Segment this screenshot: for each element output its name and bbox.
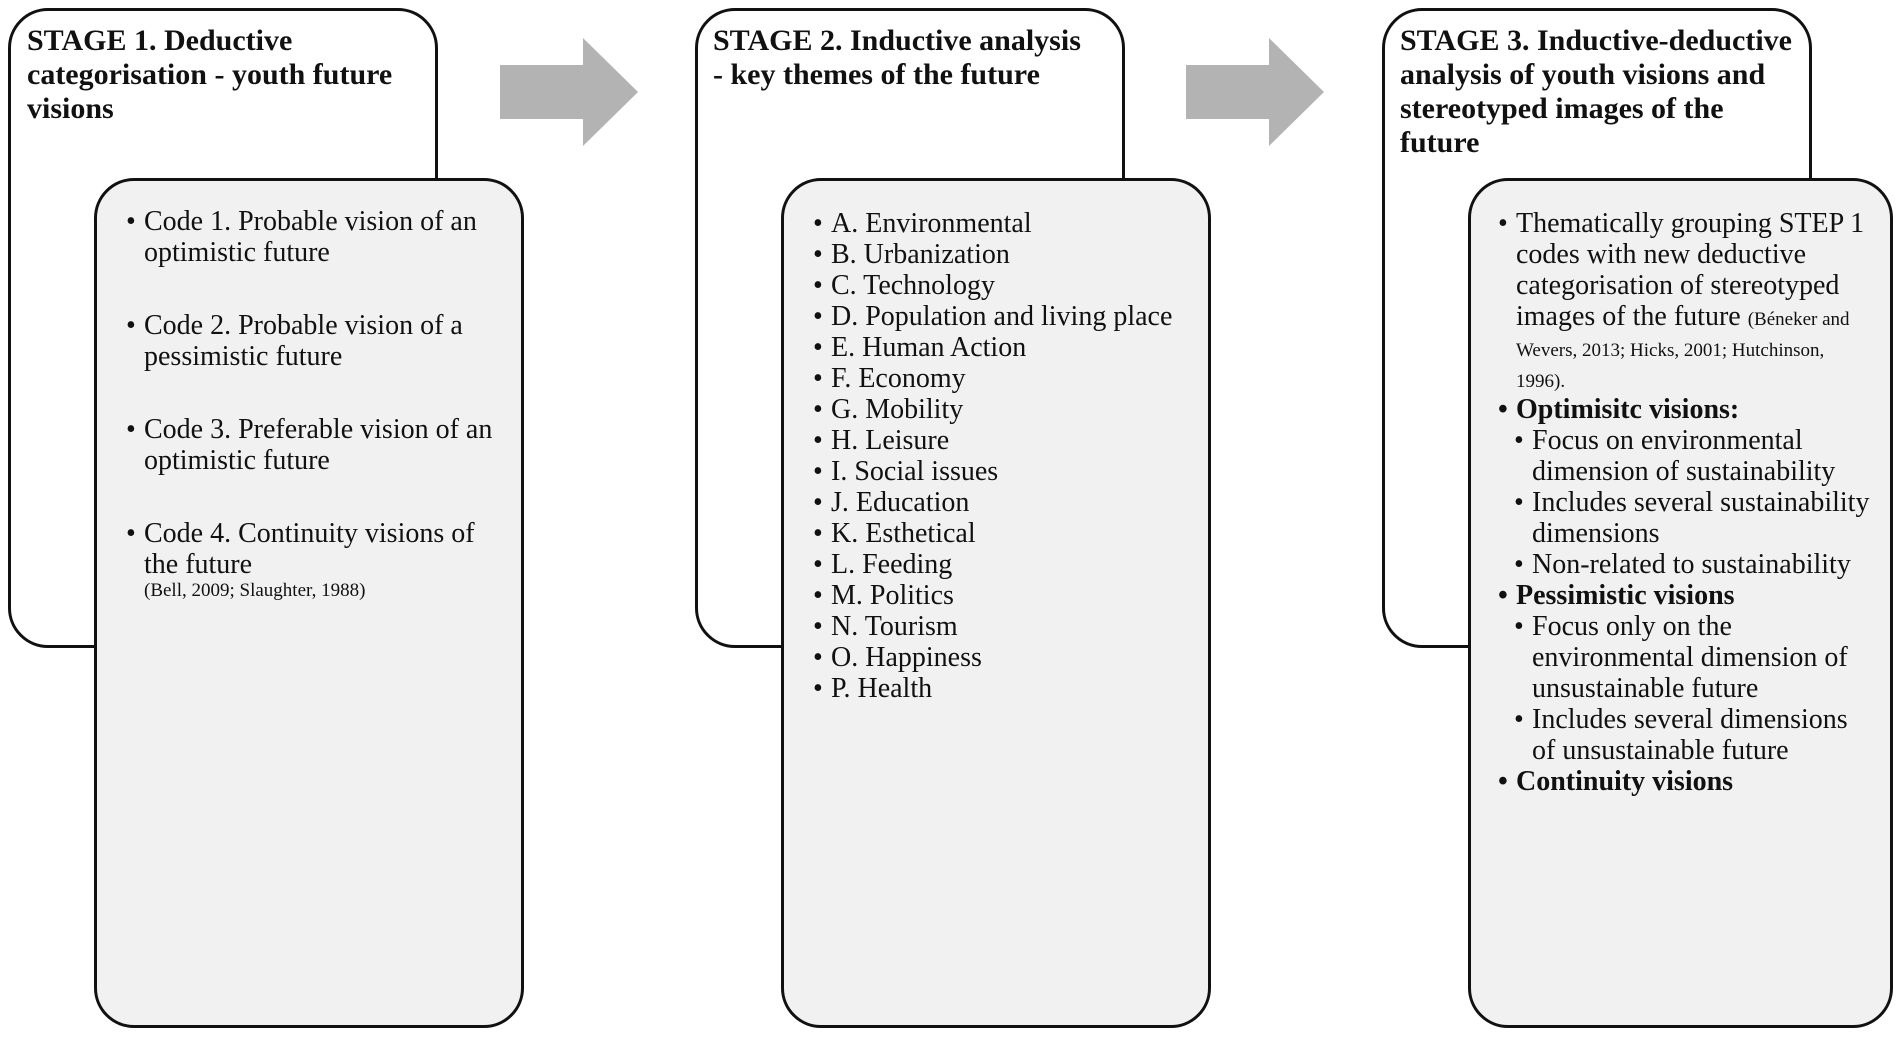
list-item: Focus only on the environmental dimensio… xyxy=(1514,611,1878,704)
list-item: H. Leisure xyxy=(813,425,1173,456)
stage-1-code-list: Code 1. Probable vision of an optimistic… xyxy=(126,206,501,602)
list-item: A. Environmental xyxy=(813,208,1173,239)
list-item: F. Economy xyxy=(813,363,1173,394)
list-item: Code 3. Preferable vision of an optimist… xyxy=(126,414,501,476)
list-item: O. Happiness xyxy=(813,642,1173,673)
list-item: J. Education xyxy=(813,487,1173,518)
stage-3-analysis-list: Thematically grouping STEP 1 codes with … xyxy=(1498,208,1878,797)
citation: (Béneker and Wevers, 2013; Hicks, 2001; … xyxy=(1516,309,1850,392)
list-item: Includes several sustainability dimensio… xyxy=(1514,487,1878,549)
list-item: L. Feeding xyxy=(813,549,1173,580)
list-item: N. Tourism xyxy=(813,611,1173,642)
list-item: G. Mobility xyxy=(813,394,1173,425)
arrow-right-icon xyxy=(500,38,638,146)
stage-1-title: STAGE 1. Deductive categorisation - yout… xyxy=(27,24,393,125)
list-item: Code 4. Continuity visions of the future… xyxy=(126,518,501,602)
list-item: C. Technology xyxy=(813,270,1173,301)
list-item: M. Politics xyxy=(813,580,1173,611)
list-item: I. Social issues xyxy=(813,456,1173,487)
list-item: P. Health xyxy=(813,673,1173,704)
sub-list: Focus on environmental dimension of sust… xyxy=(1498,425,1878,580)
list-item: B. Urbanization xyxy=(813,239,1173,270)
group-heading: Pessimistic visions Focus only on the en… xyxy=(1498,580,1878,766)
citation: (Bell, 2009; Slaughter, 1988) xyxy=(144,580,366,601)
arrow-right-icon xyxy=(1186,38,1324,146)
list-item: D. Population and living place xyxy=(813,301,1173,332)
list-item: Code 1. Probable vision of an optimistic… xyxy=(126,206,501,268)
list-item: Thematically grouping STEP 1 codes with … xyxy=(1498,208,1878,394)
sub-list: Focus only on the environmental dimensio… xyxy=(1498,611,1878,766)
list-item: Focus on environmental dimension of sust… xyxy=(1514,425,1878,487)
list-item: K. Esthetical xyxy=(813,518,1173,549)
group-heading: Optimisitc visions: Focus on environment… xyxy=(1498,394,1878,580)
group-heading: Continuity visions xyxy=(1498,766,1878,797)
list-item: E. Human Action xyxy=(813,332,1173,363)
list-item: Includes several dimensions of unsustain… xyxy=(1514,704,1878,766)
list-item: Code 2. Probable vision of a pessimistic… xyxy=(126,310,501,372)
stage-2-theme-list: A. Environmental B. Urbanization C. Tech… xyxy=(813,208,1173,704)
arrow-shape xyxy=(1186,38,1324,146)
list-item: Non-related to sustainability xyxy=(1514,549,1878,580)
stage-3-title: STAGE 3. Inductive-deductive analysis of… xyxy=(1400,24,1792,159)
arrow-shape xyxy=(500,38,638,146)
stage-2-title: STAGE 2. Inductive analysis - key themes… xyxy=(713,24,1081,91)
